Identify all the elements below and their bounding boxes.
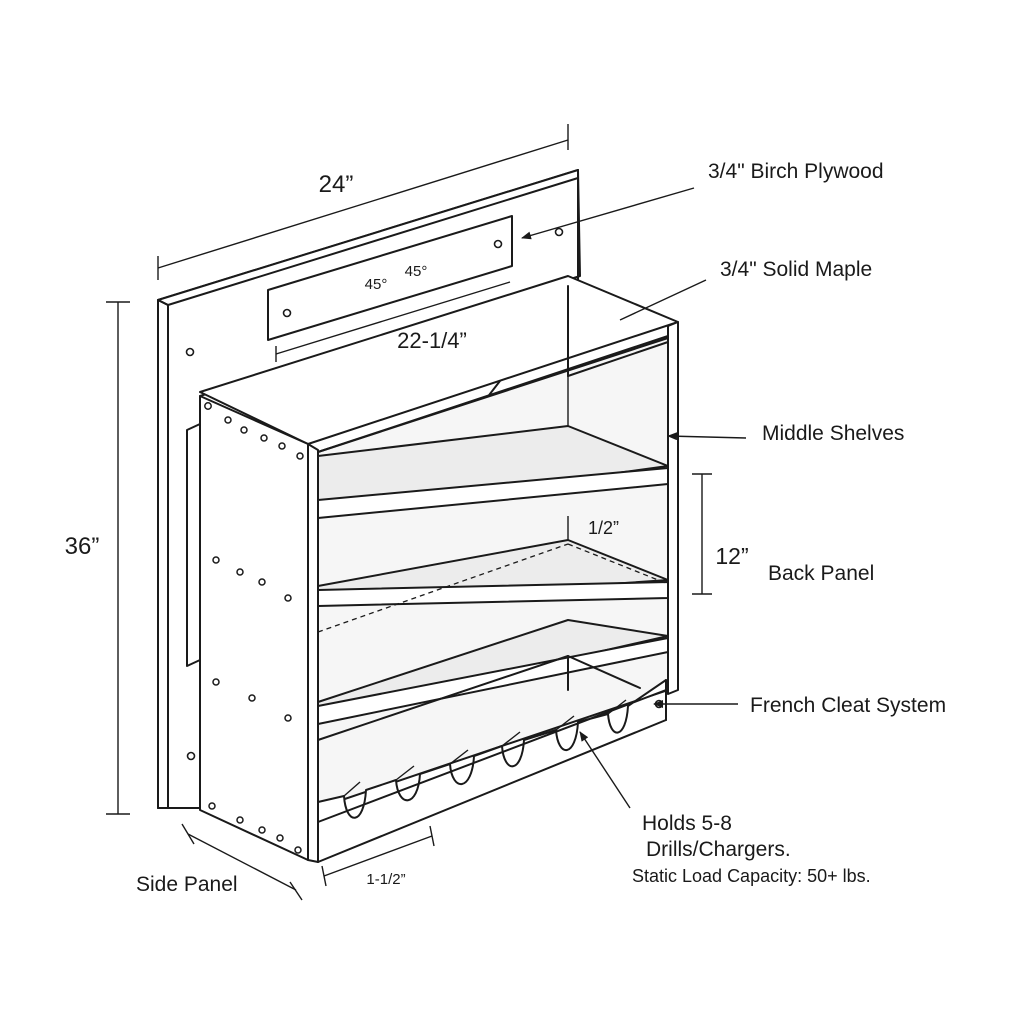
cleat-screw bbox=[493, 239, 503, 249]
width-dimension-label: 24” bbox=[319, 171, 354, 198]
height-dimension-label: 36” bbox=[65, 533, 100, 560]
right-edge bbox=[667, 321, 679, 695]
side-panel-holes bbox=[204, 402, 304, 854]
angle-right-label: 45° bbox=[405, 263, 428, 280]
back-panel-label: Back Panel bbox=[768, 562, 874, 585]
leader-birch-plywood bbox=[521, 187, 695, 240]
leader-holds-note bbox=[579, 731, 631, 809]
shelf-spacing-label: 12” bbox=[715, 543, 748, 569]
dimension-bottom-depth bbox=[321, 825, 435, 887]
wall-screw bbox=[185, 347, 195, 357]
dimension-height-left bbox=[106, 301, 130, 815]
solid-maple-label: 3/4" Solid Maple bbox=[720, 258, 872, 281]
cleat-screw bbox=[282, 308, 292, 318]
dimension-shelf-spacing bbox=[692, 473, 712, 595]
bottom-depth-label: 1-1/2” bbox=[366, 871, 405, 888]
wall-screw bbox=[186, 751, 196, 761]
back-panel-thickness-label: 1/2” bbox=[588, 518, 619, 538]
middle-shelf bbox=[317, 539, 669, 633]
birch-plywood-label: 3/4" Birch Plywood bbox=[708, 160, 884, 183]
dimension-side-panel bbox=[181, 823, 303, 901]
angle-left-label: 45° bbox=[365, 276, 388, 293]
french-cleat-label: French Cleat System bbox=[750, 694, 946, 717]
side-panel-label: Side Panel bbox=[136, 873, 238, 896]
lower-bay bbox=[317, 655, 641, 741]
left-cleat-strip bbox=[186, 423, 201, 667]
dimension-cleat-width bbox=[275, 281, 511, 362]
leader-lines bbox=[521, 187, 747, 809]
middle-shelves-label: Middle Shelves bbox=[762, 422, 904, 445]
middle-shelf bbox=[317, 425, 669, 519]
cleat-width-label: 22-1/4” bbox=[397, 328, 467, 353]
top-cleat bbox=[267, 215, 513, 341]
leader-middle-shelves bbox=[667, 432, 747, 441]
holds-note-line2: Drills/Chargers. bbox=[646, 838, 791, 861]
dimension-width-top bbox=[157, 124, 569, 280]
holds-note-line1: Holds 5-8 bbox=[642, 812, 732, 835]
load-capacity-note: Static Load Capacity: 50+ lbs. bbox=[632, 866, 871, 886]
wall-screw bbox=[554, 227, 564, 237]
side-panel-face bbox=[199, 395, 309, 861]
leader-solid-maple bbox=[619, 279, 707, 321]
